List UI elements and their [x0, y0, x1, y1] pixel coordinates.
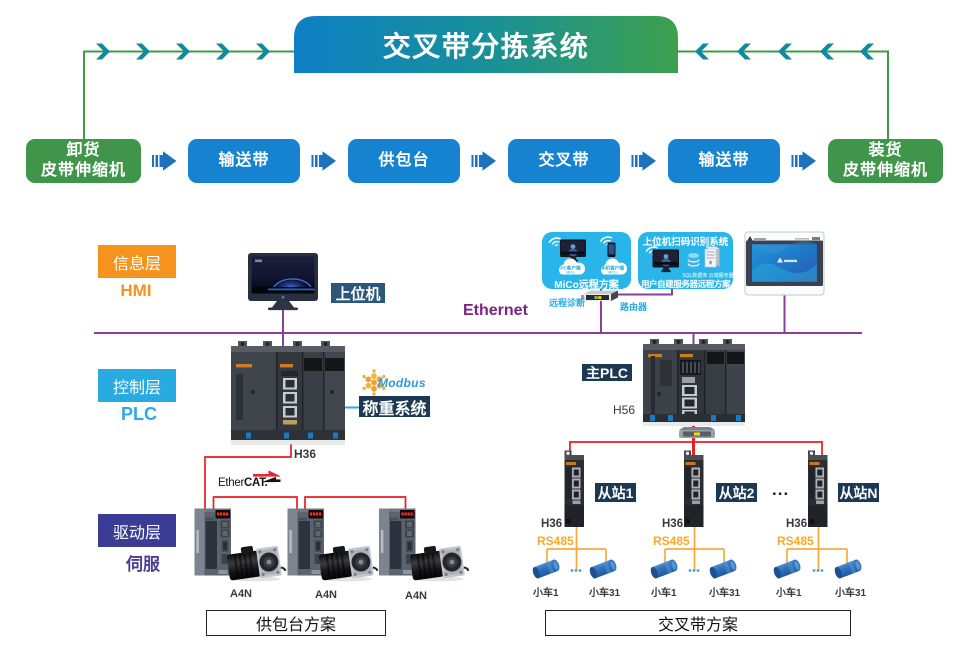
- svg-text:Modbus: Modbus: [378, 376, 426, 390]
- svg-text:EtherCAT.: EtherCAT.: [218, 477, 268, 489]
- svg-text:MiCo: MiCo: [608, 271, 616, 275]
- svg-text:PC客户端: PC客户端: [560, 265, 581, 272]
- svg-text:手机客户端: 手机客户端: [601, 265, 624, 272]
- svg-text:MiCo: MiCo: [566, 271, 574, 275]
